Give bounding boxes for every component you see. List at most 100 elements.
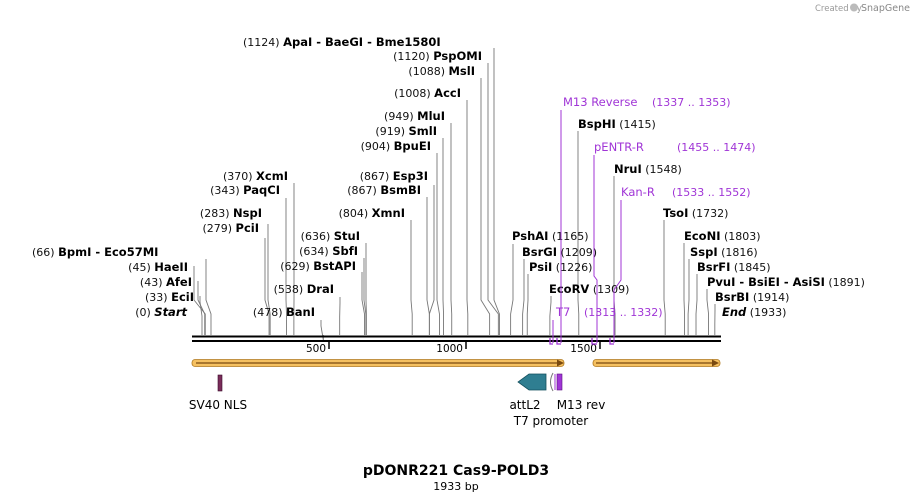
primer-range: (1337 .. 1353) bbox=[652, 96, 731, 109]
features: SV40 NLS attL2 M13 rev T7 promoter bbox=[189, 372, 606, 428]
t7-promoter-label: T7 promoter bbox=[513, 414, 589, 428]
site-label-bsrgi: BsrGI (1209) bbox=[522, 245, 597, 259]
site-leader-acci bbox=[466, 100, 469, 335]
site-label-esp3i: (867) Esp3I bbox=[360, 169, 428, 183]
primer-name: Kan-R bbox=[621, 185, 655, 199]
site-label-sbfi: (634) SbfI bbox=[299, 244, 358, 258]
site-label-bsmbi: (867) BsmBI bbox=[347, 183, 421, 197]
primer-annotations: M13 Reverse (1337 .. 1353) pENTR-R (1455… bbox=[549, 95, 756, 345]
site-label-haeii: (45) HaeII bbox=[128, 260, 188, 274]
site-label-mlui: (949) MluI bbox=[384, 109, 445, 123]
ruler-tick-label: 500 bbox=[306, 343, 326, 355]
map-length: 1933 bp bbox=[433, 480, 478, 493]
ruler-tick-label: 1500 bbox=[570, 343, 597, 355]
site-label-psii: PsiI (1226) bbox=[529, 260, 592, 274]
ruler-tick-label: 1000 bbox=[436, 343, 463, 355]
site-label-xcmi: (370) XcmI bbox=[223, 169, 288, 183]
site-leader-bsrgi bbox=[522, 259, 525, 335]
site-label-start: (0) Start bbox=[135, 305, 187, 319]
site-leader-apai bbox=[493, 48, 500, 335]
primer-name: T7 bbox=[555, 305, 570, 319]
site-leader-nspi bbox=[267, 224, 271, 335]
orf-arrows bbox=[191, 359, 721, 367]
site-label-bsphi: BspHI (1415) bbox=[578, 117, 656, 131]
primer-m13-reverse: M13 Reverse (1337 .. 1353) bbox=[556, 95, 731, 345]
site-label-smli: (919) SmlI bbox=[375, 124, 437, 138]
site-label-bpuei: (904) BpuEI bbox=[361, 139, 431, 153]
site-label-pvui: PvuI - BsiEI - AsiSI (1891) bbox=[707, 275, 865, 289]
primer-t7: T7 (1313 .. 1332) bbox=[549, 305, 663, 345]
site-label-xmni: (804) XmnI bbox=[339, 206, 405, 220]
primer-range: (1313 .. 1332) bbox=[584, 306, 663, 319]
site-leader-sbfi bbox=[363, 258, 367, 335]
site-leader-xmni bbox=[410, 220, 413, 335]
site-label-stui: (636) StuI bbox=[301, 229, 360, 243]
site-leader-nrui bbox=[613, 176, 616, 335]
site-label-msli: (1088) MslI bbox=[408, 64, 475, 78]
ruler-ticks: 500 1000 1500 bbox=[306, 342, 601, 355]
attl2-label: attL2 bbox=[509, 398, 540, 412]
site-label-bsrfi: BsrFI (1845) bbox=[697, 260, 771, 274]
site-label-ecii: (33) EciI bbox=[145, 290, 194, 304]
snapgene-brand-text: SnapGene bbox=[861, 3, 910, 14]
site-label-nspi: (283) NspI bbox=[200, 206, 262, 220]
primer-pentr-r: pENTR-R (1455 .. 1474) bbox=[591, 140, 756, 345]
primer-name: pENTR-R bbox=[594, 140, 644, 154]
site-leader-ecorv bbox=[549, 296, 552, 335]
m13-rev-marker bbox=[556, 373, 563, 391]
site-leader-tsoi bbox=[663, 220, 666, 335]
dna-backbone bbox=[192, 335, 721, 342]
site-leader-bsphi bbox=[577, 131, 580, 335]
created-by-text: Created by bbox=[815, 4, 862, 14]
site-label-bsrbi: BsrBI (1914) bbox=[715, 290, 789, 304]
site-label-nrui: NruI (1548) bbox=[614, 162, 682, 176]
site-label-end: End (1933) bbox=[722, 305, 786, 319]
site-leader-mlui bbox=[450, 123, 453, 335]
site-leader-ecii bbox=[199, 296, 203, 335]
primer-range: (1455 .. 1474) bbox=[677, 141, 756, 154]
site-leader-haeii bbox=[193, 266, 206, 335]
primer-name: M13 Reverse bbox=[563, 95, 637, 109]
site-label-pspomi: (1120) PspOMI bbox=[393, 49, 482, 63]
m13-rev-label: M13 rev bbox=[557, 398, 606, 412]
ruler-tick-1500: 1500 bbox=[570, 342, 601, 355]
site-label-bstapi: (629) BstAPI bbox=[280, 259, 356, 273]
site-leader-msli bbox=[480, 78, 491, 335]
site-label-pcii: (279) PciI bbox=[202, 221, 259, 235]
orf-arrow-left bbox=[191, 359, 565, 367]
snapgene-logo-icon bbox=[850, 3, 858, 12]
site-label-acci: (1008) AccI bbox=[394, 86, 461, 100]
primer-kan-r: Kan-R (1533 .. 1552) bbox=[609, 185, 751, 345]
site-leader-bpmi bbox=[205, 259, 212, 335]
orf-arrow-right bbox=[592, 359, 721, 367]
site-leader-pspomi bbox=[487, 63, 499, 335]
sv40-nls-label: SV40 NLS bbox=[189, 398, 247, 412]
map-title: pDONR221 Cas9-POLD3 bbox=[363, 463, 549, 479]
site-leader-psii bbox=[526, 274, 529, 335]
attl2-arrow bbox=[517, 373, 547, 391]
site-label-sspi: SspI (1816) bbox=[690, 245, 758, 259]
site-leader-paqci bbox=[285, 198, 287, 335]
site-leader-econi bbox=[683, 243, 686, 335]
site-label-tsoi: TsoI (1732) bbox=[663, 206, 728, 220]
ruler-tick-1000: 1000 bbox=[436, 342, 467, 355]
site-leader-smli bbox=[442, 138, 444, 335]
primer-range: (1533 .. 1552) bbox=[672, 186, 751, 199]
site-label-drai: (538) DraI bbox=[274, 282, 334, 296]
site-leader-sspi bbox=[687, 259, 690, 335]
site-leader-lines bbox=[193, 48, 716, 341]
site-leader-bsrfi bbox=[695, 274, 698, 335]
site-leader-pcii bbox=[264, 238, 270, 335]
site-label-pshai: PshAI (1165) bbox=[512, 229, 589, 243]
sv40-nls-marker bbox=[217, 374, 223, 392]
site-label-ecorv: EcoRV (1309) bbox=[549, 282, 629, 296]
site-label-afei: (43) AfeI bbox=[140, 275, 192, 289]
t7-promoter-marker bbox=[550, 372, 554, 392]
restriction-site-labels: (0) Start(33) EciI(43) AfeI(45) HaeII(66… bbox=[32, 35, 865, 319]
site-label-paqci: (343) PaqCI bbox=[210, 183, 280, 197]
site-label-bani: (478) BanI bbox=[253, 305, 315, 319]
site-label-apai: (1124) ApaI - BaeGI - Bme1580I bbox=[243, 35, 441, 49]
snapgene-branding: Created by SnapGene bbox=[815, 3, 910, 14]
site-label-econi: EcoNI (1803) bbox=[684, 229, 761, 243]
